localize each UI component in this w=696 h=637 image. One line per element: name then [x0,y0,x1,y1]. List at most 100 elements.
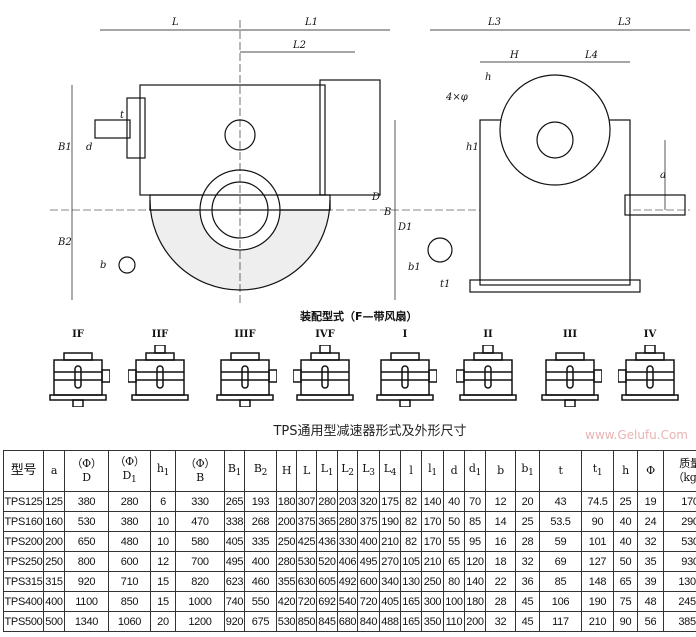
table-cell: 75 [613,591,638,612]
table-cell: 6 [150,491,176,512]
table-cell: 56 [637,611,664,632]
table-cell: 15 [150,591,176,612]
table-cell: 45 [515,611,540,632]
table-cell: 320 [357,491,380,512]
header-symbol: d [468,461,476,475]
table-cell: 25 [515,511,540,532]
table-cell: 405 [379,591,401,612]
header-symbol: b [521,461,529,475]
table-cell: TPS400 [3,591,44,612]
header-symbol: t [592,461,597,475]
column-header: L [296,450,317,492]
form-label: IIIF [234,329,256,340]
table-cell: 45 [515,591,540,612]
header-unit: （kg） [672,471,696,484]
table-cell: 580 [175,531,225,552]
header-subscript: 1 [475,468,482,479]
header-symbol: B [227,461,236,475]
assembly-form-icon [618,345,679,401]
table-cell: 800 [64,551,109,572]
header-symbol: l [428,461,432,475]
table-cell: 520 [316,551,338,572]
side-view [394,29,690,300]
table-cell: 39 [637,571,664,592]
column-header: （Φ）D [64,450,109,492]
form-label: IIF [151,329,169,340]
table-cell: 280 [316,491,338,512]
table-cell: 180 [464,591,486,612]
header-subscript: 2 [348,468,354,479]
table-cell: 28 [485,591,516,612]
table-cell: 280 [276,551,297,572]
assembly-form-icon [456,345,517,401]
column-header: h [613,450,638,492]
table-cell: 675 [244,611,277,632]
dim-4xphi: 4×φ [445,92,468,103]
table-cell: 280 [337,511,358,532]
header-symbol: H [281,464,292,477]
table-cell: 140 [464,571,486,592]
header-symbol: D [82,471,91,484]
table-cell: 330 [337,531,358,552]
table-cell: 82 [400,531,422,552]
table-cell: 530 [663,531,696,552]
table-cell: TPS200 [3,531,44,552]
table-cell: 355 [276,571,297,592]
table-cell: 845 [316,611,338,632]
table-cell: 400 [357,531,380,552]
header-symbol: L [341,461,349,475]
table-cell: 1060 [108,611,151,632]
table-cell: 170 [663,491,696,512]
table-cell: 265 [224,491,245,512]
table-cell: 280 [108,491,151,512]
table-cell: 130 [400,571,422,592]
table-cell: 203 [337,491,358,512]
column-header: B2 [244,450,277,492]
table-cell: 300 [421,591,444,612]
column-header: L4 [379,450,401,492]
header-subscript: 1 [596,468,603,479]
dim-H: H [509,50,519,61]
table-cell: 85 [539,571,582,592]
table-cell: 20 [515,491,540,512]
dim-L1: L1 [304,17,318,28]
table-cell: 380 [64,491,109,512]
table-cell: 650 [64,531,109,552]
column-header: t [539,450,582,492]
table-cell: 400 [43,591,65,612]
table-cell: 1300 [663,571,696,592]
table-cell: 59 [539,531,582,552]
table-cell: 15 [150,571,176,592]
table-cell: 140 [421,491,444,512]
table-cell: 120 [464,551,486,572]
table-cell: 605 [316,571,338,592]
table-cell: 90 [581,511,614,532]
table-cell: 530 [296,551,317,572]
table-cell: 330 [175,491,225,512]
table-cell: 32 [485,611,516,632]
table-cell: 920 [224,611,245,632]
column-header: 质量（kg） [663,450,696,492]
table-cell: 74.5 [581,491,614,512]
table-cell: 165 [400,611,422,632]
front-view [50,20,690,305]
table-cell: 35 [637,551,664,572]
table-cell: 65 [613,571,638,592]
table-cell: 315 [43,571,65,592]
table-cell: 117 [539,611,582,632]
table-cell: 85 [464,511,486,532]
table-cell: 290 [663,511,696,532]
table-cell: 425 [296,531,317,552]
table-cell: 492 [337,571,358,592]
table-cell: 920 [64,571,109,592]
table-cell: 680 [337,611,358,632]
table-cell: 600 [357,571,380,592]
header-symbol: h [156,461,164,475]
header-subscript: 1 [131,475,137,486]
table-cell: 20 [150,611,176,632]
